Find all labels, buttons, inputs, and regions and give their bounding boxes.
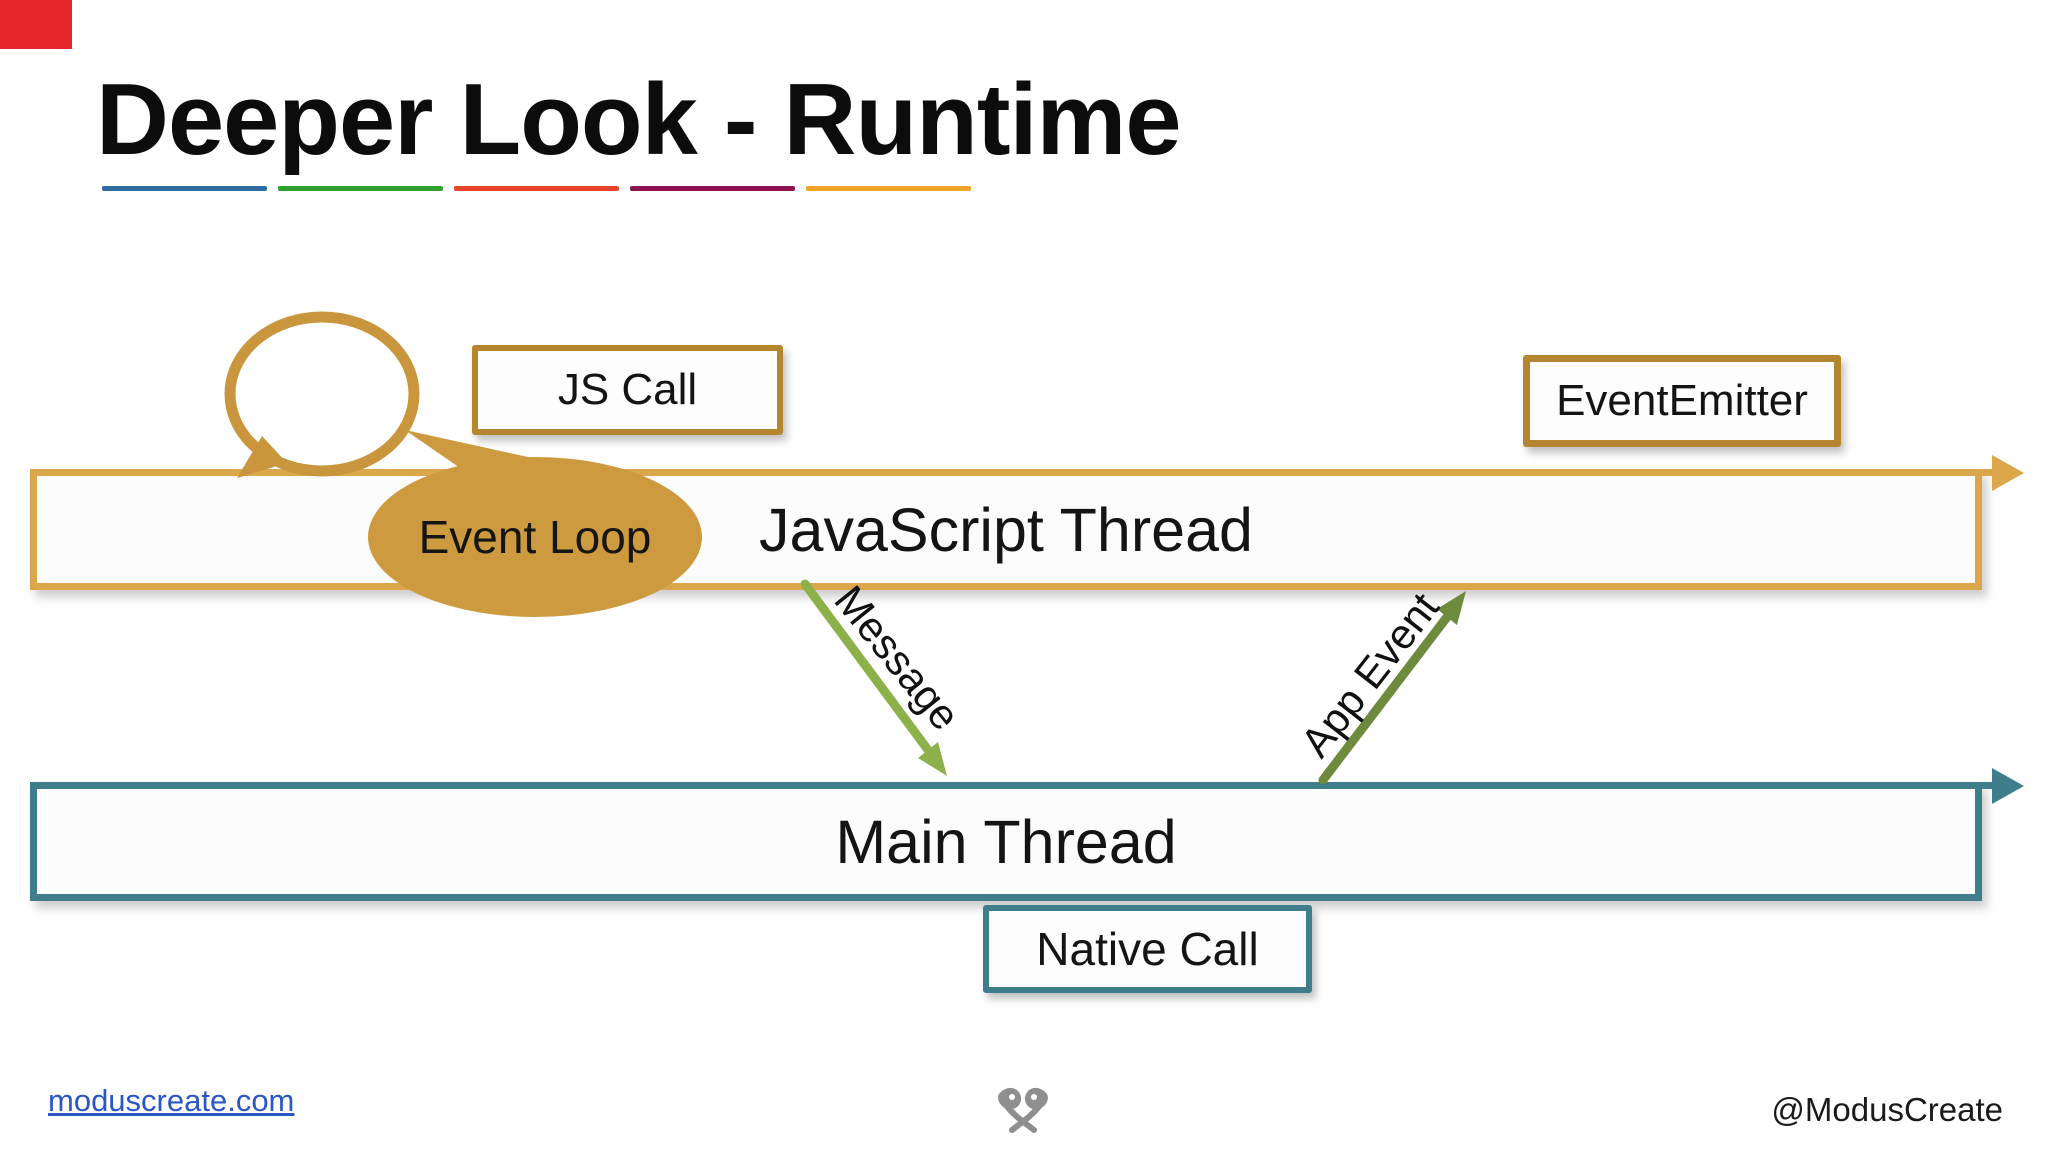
event-emitter-box: EventEmitter bbox=[1523, 355, 1841, 447]
corner-accent bbox=[0, 0, 72, 49]
footer-website-link[interactable]: moduscreate.com bbox=[48, 1083, 295, 1118]
main-thread-arrowhead-icon bbox=[1975, 768, 2024, 804]
js-call-box: JS Call bbox=[472, 345, 783, 435]
main-thread-bar: Main Thread bbox=[30, 782, 1982, 901]
js-call-label: JS Call bbox=[557, 365, 698, 414]
underline-segment-maroon bbox=[630, 186, 795, 191]
app-event-arrow-label: App Event bbox=[1291, 583, 1448, 766]
js-thread-arrowhead-icon bbox=[1975, 455, 2024, 491]
event-loop-label: Event Loop bbox=[418, 511, 652, 563]
message-arrow-label: Message bbox=[825, 576, 970, 739]
title-underline bbox=[102, 186, 971, 191]
js-thread-bar: JavaScript Thread bbox=[30, 469, 1982, 590]
native-call-box: Native Call bbox=[983, 905, 1312, 993]
underline-segment-amber bbox=[806, 186, 971, 191]
main-thread-label: Main Thread bbox=[835, 807, 1177, 876]
underline-segment-blue bbox=[102, 186, 267, 191]
underline-segment-green bbox=[278, 186, 443, 191]
underline-segment-red bbox=[454, 186, 619, 191]
event-emitter-label: EventEmitter bbox=[1556, 376, 1808, 425]
js-thread-label: JavaScript Thread bbox=[759, 495, 1253, 564]
butterfly-logo-icon bbox=[998, 1087, 1048, 1133]
native-call-label: Native Call bbox=[1036, 923, 1259, 975]
self-loop-arrow-icon bbox=[224, 311, 420, 478]
slide-title: Deeper Look - Runtime bbox=[96, 64, 1182, 176]
twitter-handle: @ModusCreate bbox=[1771, 1091, 2003, 1128]
